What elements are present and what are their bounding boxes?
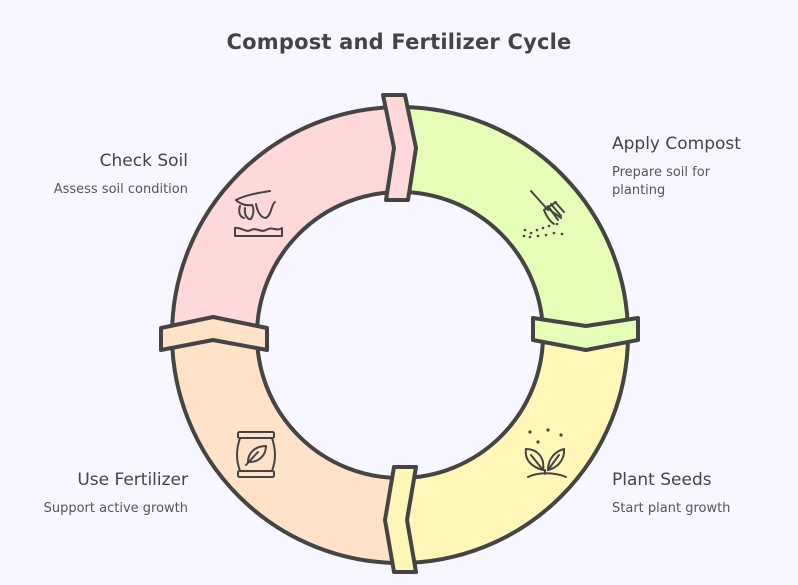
step-description: Assess soil condition xyxy=(53,182,188,197)
segment-check-soil xyxy=(172,107,400,335)
ring-inner-border xyxy=(255,190,545,480)
step-description: Support active growth xyxy=(43,501,188,516)
segment-use-fertilizer xyxy=(172,335,400,563)
diagram-title: Compost and Fertilizer Cycle xyxy=(226,30,572,54)
step-apply-compost: Apply Compost Prepare soil for planting xyxy=(612,134,782,200)
hand-soil-icon xyxy=(234,190,283,237)
step-title: Use Fertilizer xyxy=(77,470,188,490)
step-description: Prepare soil for planting xyxy=(612,165,711,198)
step-title: Check Soil xyxy=(99,151,188,171)
segment-plant-seeds xyxy=(400,335,628,563)
step-description: Start plant growth xyxy=(612,501,731,516)
connector-left-chevron xyxy=(159,315,269,352)
fertilizer-bag-icon xyxy=(236,431,276,478)
connector-right-chevron xyxy=(531,316,640,352)
step-plant-seeds: Plant Seeds Start plant growth xyxy=(612,470,782,518)
sprout-seeds-icon xyxy=(524,428,567,478)
step-check-soil: Check Soil Assess soil condition xyxy=(20,151,188,199)
connector-bottom-chevron xyxy=(383,465,418,574)
step-use-fertilizer: Use Fertilizer Support active growth xyxy=(10,470,188,518)
connector-top-chevron xyxy=(381,93,418,202)
step-title: Apply Compost xyxy=(612,134,741,154)
pitchfork-spreading-icon xyxy=(522,190,565,239)
step-title: Plant Seeds xyxy=(612,470,712,490)
segment-apply-compost xyxy=(400,107,628,335)
